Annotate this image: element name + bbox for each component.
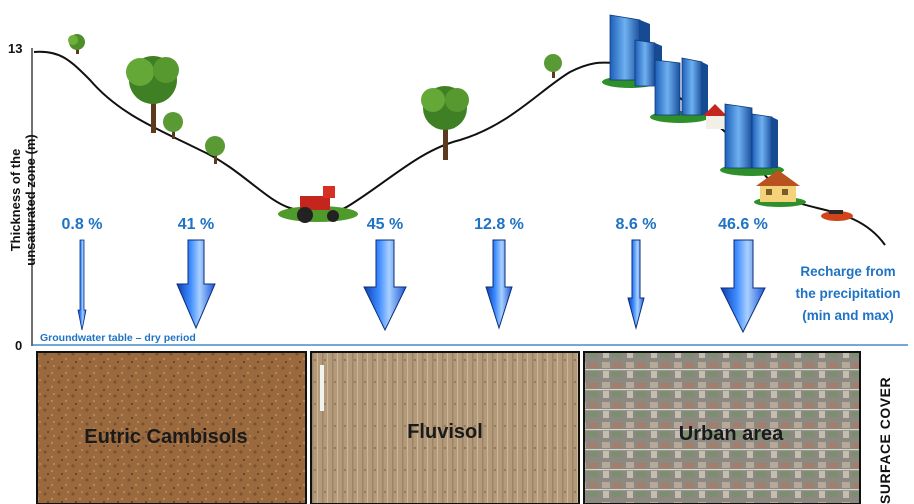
car-icon	[821, 210, 853, 221]
recharge-percent-label: 41 %	[178, 216, 214, 233]
tree-icon	[205, 136, 225, 164]
y-tick-min: 0	[15, 338, 22, 353]
tree-icon	[163, 112, 183, 139]
panel-label: Fluvisol	[407, 421, 483, 443]
tree-icon	[421, 86, 469, 160]
recharge-arrow	[627, 239, 645, 330]
y-axis-label: Thickness of the unsaturated zone (m)	[8, 134, 38, 265]
groundwater-table-label: Groundwater table – dry period	[40, 332, 196, 344]
panel-label: Urban area	[679, 423, 784, 445]
recharge-arrow	[77, 239, 87, 331]
panel-label: Eutric Cambisols	[84, 426, 247, 448]
y-axis-label-line1: Thickness of the	[8, 149, 23, 252]
recharge-percent-label: 8.6 %	[616, 216, 657, 233]
recharge-percent-label: 0.8 %	[62, 216, 103, 233]
tree-icon	[68, 34, 85, 54]
recharge-note-line3: (min and max)	[802, 308, 894, 323]
recharge-note-line1: Recharge from	[800, 264, 895, 279]
recharge-percent-label: 12.8 %	[474, 216, 524, 233]
soil-panel-fluvisol: Fluvisol	[310, 351, 580, 504]
recharge-arrow	[176, 239, 216, 330]
house-icon	[754, 170, 806, 207]
recharge-note-line2: the precipitation	[795, 286, 900, 301]
recharge-arrow	[363, 239, 407, 332]
tree-icon	[126, 56, 179, 133]
house-icon	[703, 104, 727, 129]
recharge-arrow	[485, 239, 513, 330]
recharge-percent-label: 46.6 %	[718, 216, 768, 233]
y-tick-max: 13	[8, 41, 22, 56]
recharge-percent-label: 45 %	[367, 216, 403, 233]
soil-panel-eutric-cambisols: Eutric Cambisols	[36, 351, 307, 504]
building-icon	[720, 103, 784, 176]
urban-aerial-panel: Urban area	[583, 351, 861, 504]
tractor-icon	[278, 186, 358, 223]
recharge-arrow	[720, 239, 766, 334]
building-icon	[650, 57, 710, 123]
surface-cover-label: SURFACE COVER	[877, 377, 893, 504]
y-axis-label-line2: unsaturated zone (m)	[23, 134, 38, 265]
tree-icon	[544, 54, 562, 78]
